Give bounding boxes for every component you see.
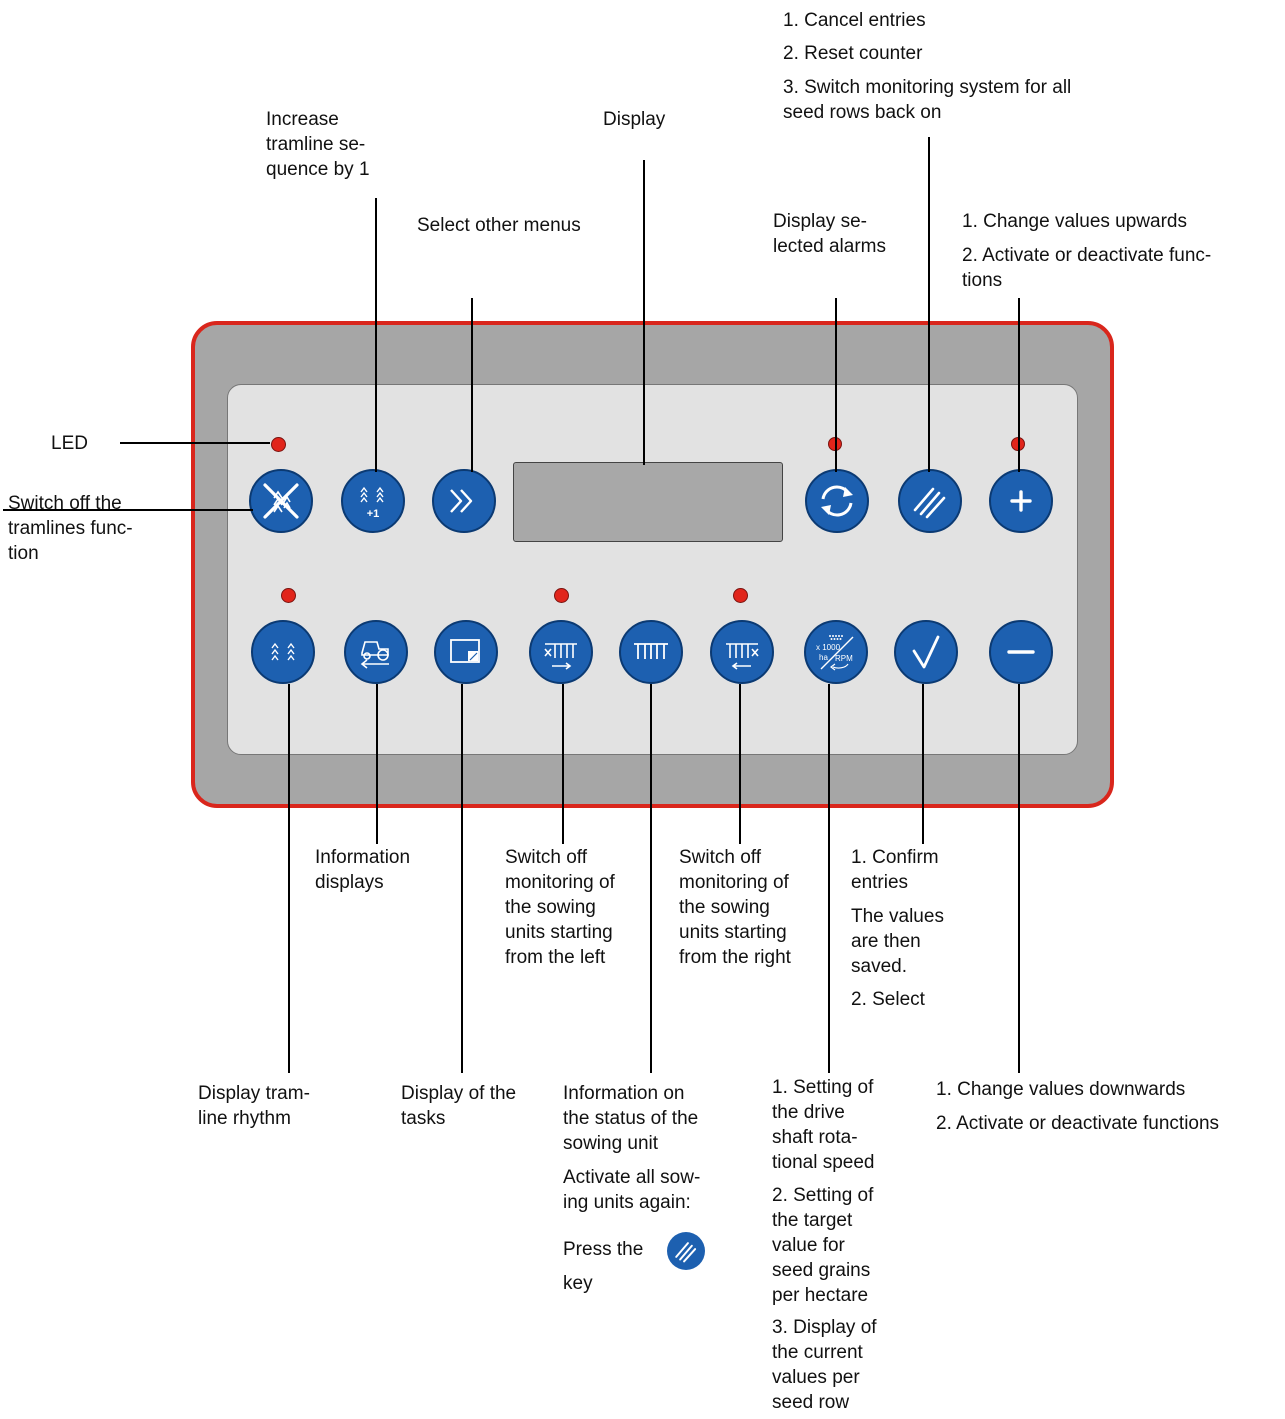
- double-chevron-right-icon: [450, 489, 473, 513]
- inline-reset-key-icon: [667, 1232, 705, 1270]
- seed-units-icon: [634, 643, 668, 659]
- right-units-off-key[interactable]: [710, 620, 774, 684]
- label-display-tasks: Display of the tasks: [401, 1083, 517, 1129]
- plus-one-glyph: +1: [367, 508, 380, 520]
- label-cancel-entries: 1. Cancel entries: [783, 10, 926, 31]
- label-change-up: 1. Change values upwards: [962, 211, 1187, 232]
- menu-forward-key[interactable]: [432, 469, 496, 533]
- rpm-glyph-left: ha: [819, 653, 828, 662]
- alarms-key[interactable]: [805, 469, 869, 533]
- confirm-key[interactable]: [894, 620, 958, 684]
- label-setting-drive: 1. Setting of the drive shaft rota- tion…: [772, 1077, 875, 1173]
- label-display-current: 3. Display of the current values per see…: [772, 1317, 877, 1413]
- tasks-icon: [450, 639, 480, 663]
- label-select: 2. Select: [851, 989, 925, 1010]
- led-left-units: [554, 588, 569, 603]
- label-switch-tramlines: Switch off the tramlines func- tion: [8, 493, 133, 564]
- minus-icon: [1007, 650, 1035, 654]
- plus-icon: [1010, 490, 1032, 512]
- label-information-displays: Information displays: [315, 847, 411, 893]
- label-display-alarms: Display se- lected alarms: [773, 211, 886, 257]
- tramline-plus-one-icon: +1: [360, 486, 384, 520]
- label-key: key: [563, 1273, 593, 1294]
- label-reset-counter: 2. Reset counter: [783, 43, 923, 64]
- label-display: Display: [603, 109, 666, 130]
- minus-key[interactable]: [989, 620, 1053, 684]
- label-switch-left: Switch off monitoring of the sowing unit…: [505, 847, 615, 968]
- tractor-icon: [360, 641, 389, 669]
- label-led: LED: [51, 433, 88, 454]
- label-values-saved: The values are then saved.: [851, 906, 944, 977]
- label-activate-up: 2. Activate or deactivate func- tions: [962, 245, 1212, 291]
- refresh-icon: [821, 485, 853, 517]
- label-select-menus: Select other menus: [417, 215, 581, 236]
- label-switch-monitoring: 3. Switch monitoring system for all seed…: [783, 77, 1072, 123]
- led-plus: [1011, 437, 1025, 451]
- tramline-rhythm-key[interactable]: [251, 620, 315, 684]
- rpm-glyph-right: RPM: [835, 654, 853, 663]
- checkmark-icon: [912, 635, 940, 669]
- led-right-units: [733, 588, 748, 603]
- tramlines-off-icon: [263, 483, 299, 519]
- reset-key[interactable]: [898, 469, 962, 533]
- rpm-glyph-top: x 1000: [816, 643, 841, 652]
- tramline-rhythm-icon: [271, 642, 295, 661]
- rpm-key[interactable]: x 1000 ha RPM: [804, 620, 868, 684]
- rpm-icon: x 1000 ha RPM: [816, 635, 854, 671]
- label-tramline-rhythm: Display tram- line rhythm: [198, 1083, 310, 1129]
- tramline-plus-one-key[interactable]: +1: [341, 469, 405, 533]
- triple-slash-icon: [675, 1242, 697, 1263]
- label-activate-all: Activate all sow- ing units again:: [563, 1167, 701, 1213]
- unit-status-key[interactable]: [619, 620, 683, 684]
- control-panel-face: [227, 384, 1078, 755]
- tramlines-off-key[interactable]: [249, 469, 313, 533]
- label-press-the: Press the: [563, 1239, 644, 1260]
- seed-units-left-icon: [544, 643, 577, 670]
- led-tramlines: [271, 437, 286, 452]
- label-change-down: 1. Change values downwards: [936, 1079, 1186, 1100]
- led-rhythm: [281, 588, 296, 603]
- triple-slash-icon: [913, 487, 946, 519]
- label-activate-down: 2. Activate or deactivate functions: [936, 1113, 1220, 1134]
- information-key[interactable]: [344, 620, 408, 684]
- plus-key[interactable]: [989, 469, 1053, 533]
- label-setting-target: 2. Setting of the target value for seed …: [772, 1185, 874, 1306]
- label-switch-right: Switch off monitoring of the sowing unit…: [679, 847, 791, 968]
- label-status-sowing: Information on the status of the sowing …: [563, 1083, 699, 1154]
- label-confirm-entries: 1. Confirm entries: [851, 847, 939, 893]
- display-screen: [513, 462, 783, 542]
- label-increase-tramline: Increase tramline se- quence by 1: [266, 109, 370, 180]
- tasks-key[interactable]: [434, 620, 498, 684]
- left-units-off-key[interactable]: [529, 620, 593, 684]
- seed-units-right-icon: [726, 643, 759, 670]
- led-alarms: [828, 437, 842, 451]
